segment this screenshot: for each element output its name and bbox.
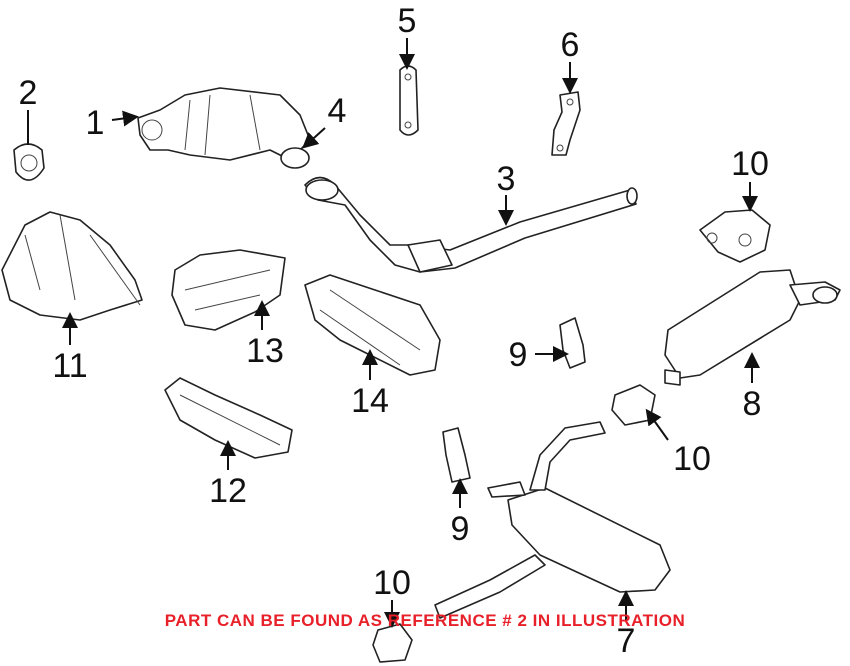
part-rubber-mount-10b xyxy=(611,384,656,426)
part-heat-shield-13 xyxy=(171,249,286,331)
callout-3: 3 xyxy=(497,160,516,198)
callout-arrows xyxy=(27,38,760,628)
part-hanger-9b xyxy=(442,427,471,483)
callout-4: 4 xyxy=(328,92,347,130)
callout-2: 2 xyxy=(19,74,38,112)
part-rubber-mount-10c xyxy=(372,623,413,663)
part-center-muffler xyxy=(434,421,671,619)
callout-13: 13 xyxy=(246,332,284,370)
callout-6: 6 xyxy=(561,26,580,64)
part-heat-shield-14 xyxy=(304,274,441,376)
part-heat-shield-large xyxy=(1,211,143,321)
callout-8: 8 xyxy=(743,385,762,423)
part-bracket xyxy=(551,91,581,156)
part-rubber-mount-10a xyxy=(699,209,771,263)
callout-5: 5 xyxy=(398,2,417,40)
part-front-pipe xyxy=(304,176,638,273)
reference-note: PART CAN BE FOUND AS REFERENCE # 2 IN IL… xyxy=(164,611,686,630)
callout-10a: 10 xyxy=(731,145,769,183)
callout-10c: 10 xyxy=(373,564,411,602)
callout-10b: 10 xyxy=(673,440,711,478)
part-rear-muffler xyxy=(664,269,841,386)
part-heat-shield-12 xyxy=(164,377,293,459)
part-hanger-strap xyxy=(399,65,419,136)
callout-1: 1 xyxy=(86,104,105,142)
callout-14: 14 xyxy=(351,382,389,420)
callout-11: 11 xyxy=(52,347,87,385)
callout-9a: 9 xyxy=(509,336,528,374)
callout-12: 12 xyxy=(209,472,247,510)
callout-9b: 9 xyxy=(451,510,470,548)
callout-7: 7 xyxy=(617,622,636,660)
part-gasket xyxy=(13,143,45,181)
part-catalytic-converter xyxy=(137,87,311,169)
part-hanger-9a xyxy=(559,317,586,369)
